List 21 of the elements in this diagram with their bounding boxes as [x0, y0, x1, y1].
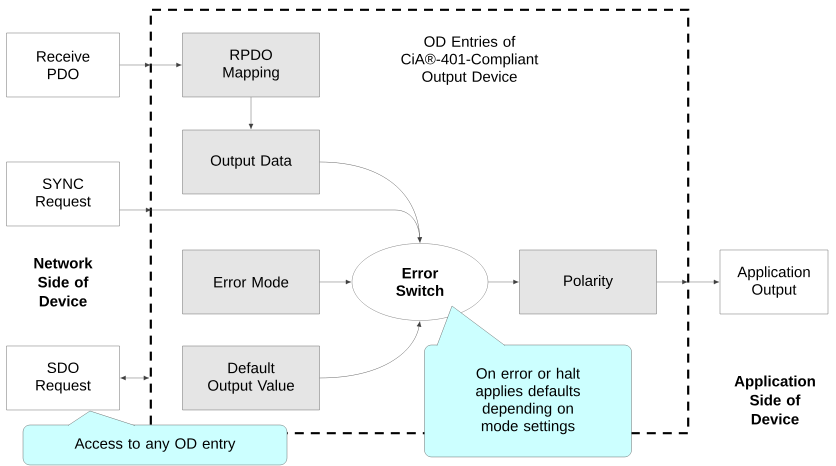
- entry-box: Polarity: [519, 250, 657, 314]
- arrow: [120, 376, 150, 380]
- arrow: [320, 321, 422, 378]
- process-box: SDO Request: [6, 346, 120, 410]
- process-box: Receive PDO: [6, 32, 120, 98]
- side-label: Application Side of Device: [734, 375, 815, 424]
- entry-box: Default Output Value: [182, 346, 320, 410]
- side-label: Network Side of Device: [34, 257, 93, 306]
- callout-bubble: Access to any OD entry: [22, 410, 288, 466]
- arrow: [120, 208, 422, 243]
- arrow: [248, 97, 254, 130]
- process-box: Application Output: [720, 250, 828, 314]
- arrow: [488, 280, 519, 284]
- process-box: SYNC Request: [6, 162, 120, 226]
- entry-box: Output Data: [182, 130, 320, 194]
- entry-box: RPDO Mapping: [182, 32, 320, 98]
- arrow: [656, 280, 720, 284]
- entry-box: Error Mode: [182, 250, 320, 314]
- callout-bubble: On error or halt applies defaults depending on mode settings: [424, 306, 632, 458]
- arrow: [120, 62, 182, 68]
- arrow: [320, 280, 352, 284]
